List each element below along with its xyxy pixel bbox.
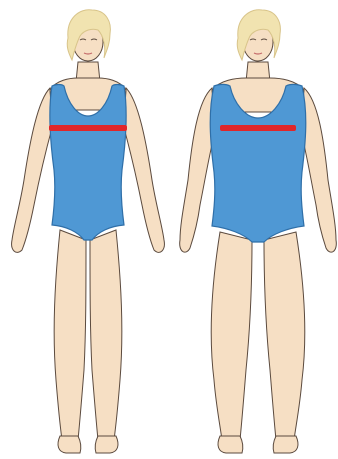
left-leg	[54, 230, 86, 440]
left-leg	[211, 232, 252, 440]
measure-line	[220, 125, 296, 131]
right-leg	[264, 232, 305, 440]
right-leg	[90, 230, 122, 440]
right-foot	[273, 436, 298, 453]
left-arm	[12, 88, 52, 252]
measure-line	[49, 125, 127, 131]
right-arm	[124, 88, 164, 252]
right-foot	[95, 436, 118, 453]
left-foot	[58, 436, 81, 453]
left-foot	[218, 436, 243, 453]
figure-slim	[12, 10, 165, 453]
figure-broad	[180, 10, 337, 453]
